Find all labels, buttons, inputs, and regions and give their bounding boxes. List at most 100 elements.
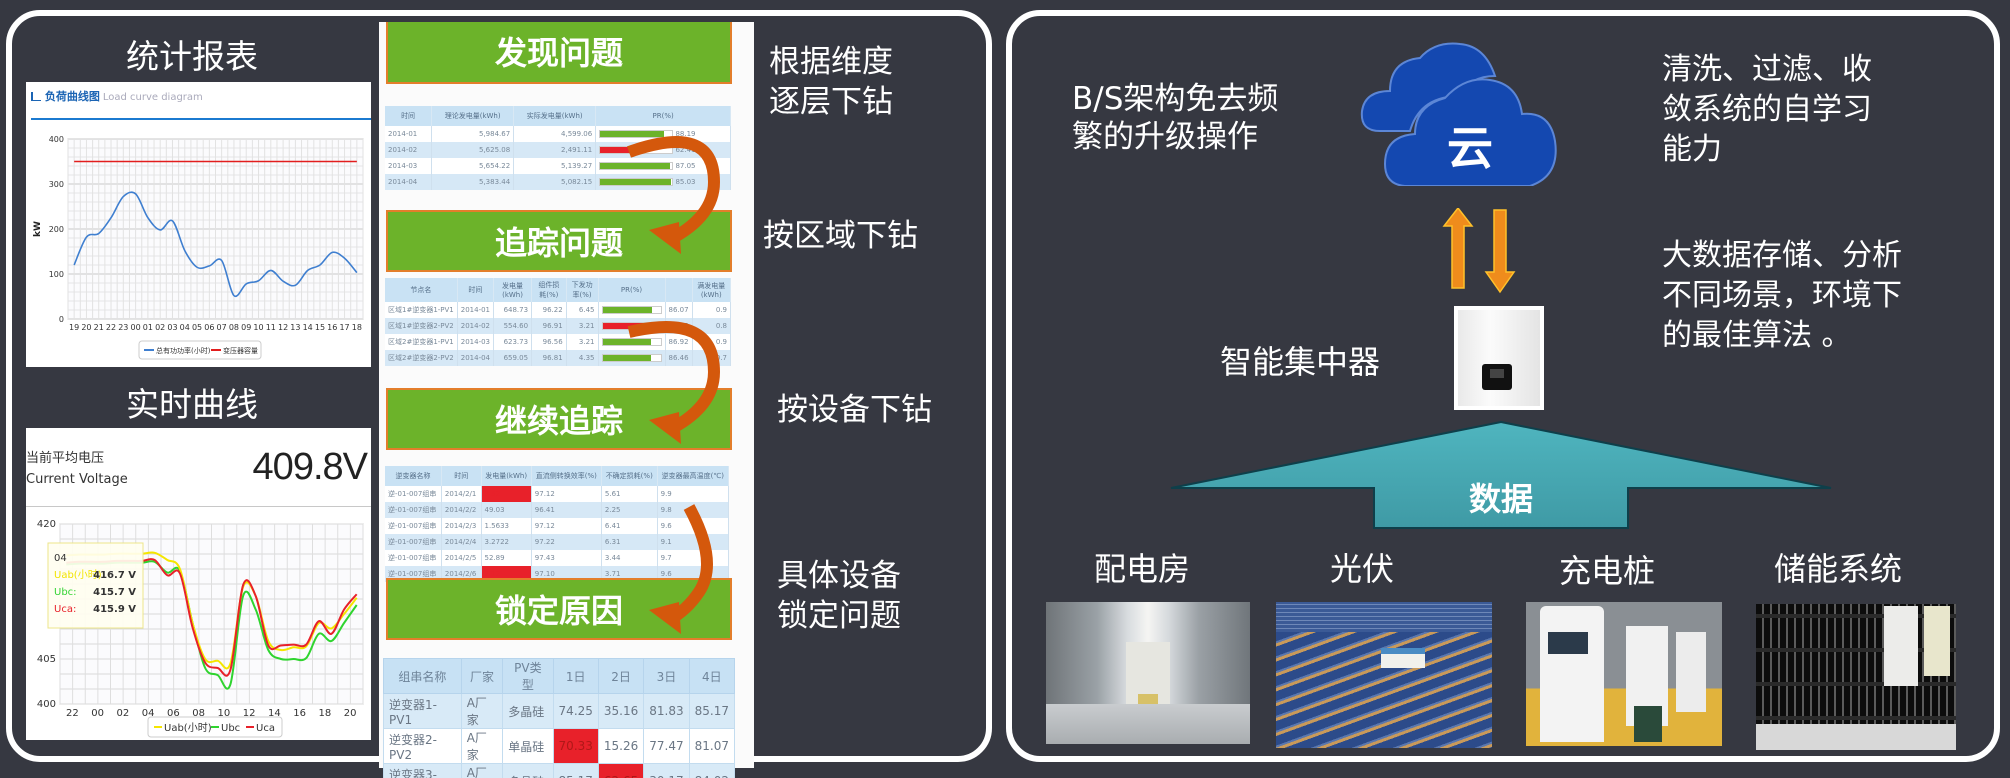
cell: 2014-02 xyxy=(457,318,495,334)
cell: 35.16 xyxy=(597,693,645,729)
concentrator-device-icon xyxy=(1454,306,1544,410)
svg-text:Uab(小时): Uab(小时) xyxy=(164,722,212,734)
cell: 5,984.67 xyxy=(431,126,515,142)
cell: 逆变器1-PV1 xyxy=(383,693,462,729)
svg-text:12: 12 xyxy=(278,323,288,332)
curved-arrow-icon xyxy=(627,136,721,254)
cell: 85.17 xyxy=(688,693,736,729)
cell: 3.21 xyxy=(566,334,599,350)
cell: 96.81 xyxy=(531,350,567,366)
cell: 2014-03 xyxy=(457,334,495,350)
column-header: PR(%) xyxy=(595,106,731,126)
cell: 2014-01 xyxy=(457,302,495,318)
svg-text:18: 18 xyxy=(352,323,362,332)
cell: 81.83 xyxy=(643,693,690,729)
svg-text:13: 13 xyxy=(290,323,300,332)
svg-text:23: 23 xyxy=(118,323,128,332)
svg-text:05: 05 xyxy=(192,323,202,332)
column-header: 节点名 xyxy=(385,278,458,302)
cell: 6.31 xyxy=(601,534,658,550)
cell: 2014-04 xyxy=(457,350,495,366)
step-continue-trace: 继续追踪 xyxy=(386,388,732,450)
column-header: PR(%) xyxy=(598,278,666,302)
pr-bar-cell: 85.03 xyxy=(595,174,731,190)
column-header: 理论发电量(kWh) xyxy=(431,106,515,126)
svg-text:04: 04 xyxy=(180,323,190,332)
note-line: 清洗、过滤、收 xyxy=(1662,52,1872,87)
svg-text:420: 420 xyxy=(37,519,56,530)
cell: 4,599.06 xyxy=(513,126,597,142)
cloud-label: 云 xyxy=(1447,121,1493,175)
cell: A厂家 xyxy=(460,763,504,778)
svg-text:300: 300 xyxy=(49,180,64,189)
cell: 2014/2/2 xyxy=(441,502,482,518)
cell: 逆-01-007组串 xyxy=(385,534,442,550)
cell: 5,383.44 xyxy=(431,174,515,190)
svg-text:Uab(小时):: Uab(小时): xyxy=(54,569,105,581)
cell: 0.8 xyxy=(692,318,732,334)
cell: 77.47 xyxy=(643,728,690,764)
svg-text:14: 14 xyxy=(268,708,281,719)
progress-bar xyxy=(601,354,662,362)
cell: A厂家 xyxy=(460,693,504,729)
svg-text:12: 12 xyxy=(243,708,256,719)
svg-text:16: 16 xyxy=(327,323,337,332)
svg-text:01: 01 xyxy=(143,323,153,332)
cell: 97.12 xyxy=(531,486,602,502)
svg-text:10: 10 xyxy=(218,708,231,719)
note-line: 不同场景，环境下 xyxy=(1662,278,1902,313)
device-screen xyxy=(1482,364,1512,390)
category-solar-label: 光伏 xyxy=(1329,550,1394,588)
svg-text:Ubc:: Ubc: xyxy=(54,587,77,598)
voltage-label: 当前平均电压 Current Voltage xyxy=(26,448,128,490)
svg-text:400: 400 xyxy=(37,699,56,710)
region-pr-table: 节点名时间发电量(kWh)组件损耗(%)下发功率(%)PR(%)满发电量(kWh… xyxy=(385,278,732,366)
column-header: 发电量(kWh) xyxy=(493,278,533,302)
cell: 86.92 xyxy=(665,334,693,350)
column-header: 实际发电量(kWh) xyxy=(513,106,597,126)
table-header-row: 时间理论发电量(kWh)实际发电量(kWh)PR(%) xyxy=(385,106,731,126)
cell: A厂家 xyxy=(460,728,504,764)
cell: 区域1#逆变器1-PV1 xyxy=(385,302,458,318)
column-header: 厂家 xyxy=(460,658,504,694)
note-drill-by-device: 按设备下钻 xyxy=(777,392,932,428)
svg-text:变压器容量: 变压器容量 xyxy=(223,346,258,355)
cell: 86.46 xyxy=(665,350,693,366)
svg-text:02: 02 xyxy=(155,323,165,332)
cell: 84.02 xyxy=(688,763,736,778)
svg-text:19: 19 xyxy=(69,323,79,332)
svg-text:22: 22 xyxy=(106,323,116,332)
cell: 5,625.08 xyxy=(431,142,515,158)
svg-text:00: 00 xyxy=(91,708,104,719)
pr-value: 85.03 xyxy=(675,178,696,186)
svg-text:Ubc: Ubc xyxy=(221,723,240,734)
cell: 49.03 xyxy=(481,502,532,518)
progress-bar xyxy=(599,162,674,170)
svg-text:416.7 V: 416.7 V xyxy=(93,570,136,581)
cell: 多晶硅 xyxy=(502,763,554,778)
progress-bar xyxy=(601,338,662,346)
cell: 81.07 xyxy=(688,728,736,764)
cell: 2.25 xyxy=(601,502,658,518)
cell: 逆变器3-PV1 xyxy=(383,763,462,778)
header-divider xyxy=(31,118,371,120)
table-row: 逆变器3-PV1A厂家多晶硅85.1762.6530.1784.02 xyxy=(383,763,736,778)
column-header: 满发电量(kWh) xyxy=(692,278,732,302)
svg-text:06: 06 xyxy=(167,708,180,719)
cell: 85.17 xyxy=(552,763,599,778)
svg-text:16: 16 xyxy=(293,708,306,719)
concentrator-label: 智能集中器 xyxy=(1220,343,1381,381)
svg-text:Uca:: Uca: xyxy=(54,604,76,615)
column-header: 时间 xyxy=(385,106,433,126)
cell: 区域1#逆变器2-PV2 xyxy=(385,318,458,334)
pr-bar-cell xyxy=(598,334,666,350)
cell: 74.25 xyxy=(552,693,599,729)
svg-text:22: 22 xyxy=(66,708,79,719)
